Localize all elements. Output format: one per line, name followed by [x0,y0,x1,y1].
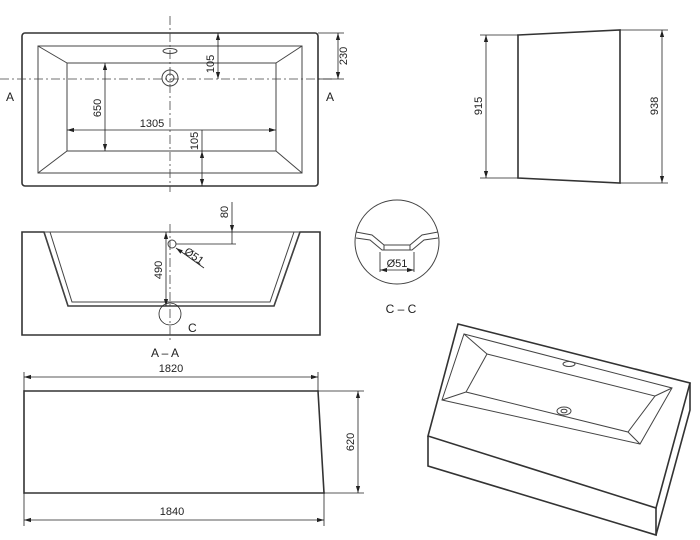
dim-650: 650 [92,99,104,117]
iso-overflow [562,361,576,367]
dim-1305: 1305 [140,118,164,130]
overflow-hole [167,239,177,249]
isometric-view [427,323,691,537]
side-outline [517,29,621,184]
detail-c-marker: C [188,321,197,335]
section-basin [43,231,301,307]
iso-drain-inner [560,408,568,414]
dim-51-detail: Ø51 [387,258,408,270]
dim-490: 490 [153,261,165,279]
iso-rim [427,323,691,510]
section-a-right: A [326,90,334,104]
detail-view: Ø51 C – C [354,199,440,316]
detail-circle [354,199,440,285]
section-a-left: A [6,90,14,104]
detail-c-circle [158,302,182,326]
side-view: 915 938 [473,29,668,184]
front-outline [23,390,325,494]
iso-drain-outer [556,406,572,416]
dim-51-section: Ø51 [182,246,206,268]
top-basin-floor [66,62,277,152]
iso-basin-floor [465,353,656,433]
dim-620: 620 [345,433,357,451]
front-view: 1820 620 1840 [23,363,364,526]
top-view: 230 105 650 1305 105 A A [0,16,350,192]
dim-938: 938 [649,97,661,115]
dim-230: 230 [338,47,350,65]
section-label: A – A [151,346,179,360]
iso-inner-rim [441,333,673,445]
dim-915: 915 [473,97,485,115]
dim-1820: 1820 [159,363,183,375]
detail-label: C – C [386,302,417,316]
section-view: 80 Ø51 490 C A – A [21,202,321,360]
dim-105-bottom: 105 [189,132,201,150]
dim-105-top: 105 [205,55,217,73]
dim-1840: 1840 [160,506,184,518]
dim-80: 80 [219,206,231,218]
